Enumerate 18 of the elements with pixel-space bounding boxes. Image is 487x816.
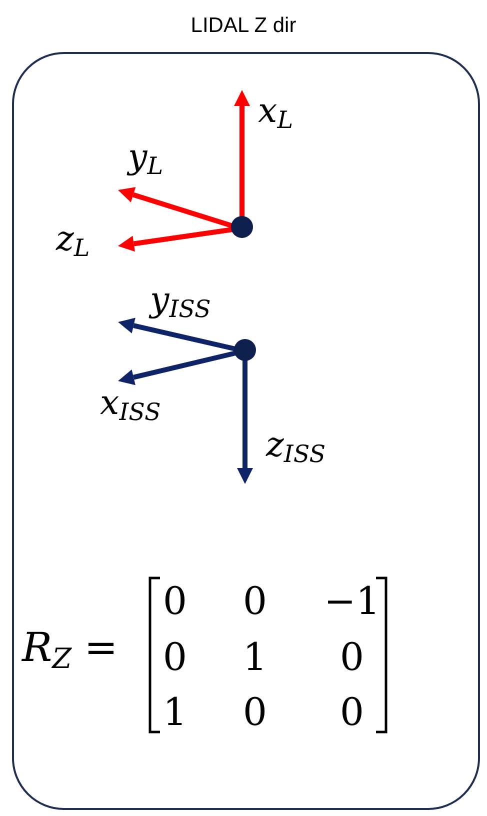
axis-label: x$_{L}$	[258, 94, 293, 133]
matrix-entry: 0	[162, 638, 188, 676]
axis-label: x$_{ISS}$	[100, 386, 161, 425]
axis-label: y$_{L}$	[128, 140, 164, 179]
matrix-entry: 1	[162, 693, 188, 731]
matrix-entry: 0	[242, 582, 268, 620]
matrix-entry: −1	[324, 582, 380, 620]
axis-label: z$_{L}$	[56, 222, 90, 261]
diagram-title: LIDAL Z dir	[190, 14, 298, 38]
matrix-entry: 0	[242, 693, 268, 731]
matrix-entry: 0	[162, 582, 188, 620]
axis-label: z$_{ISS}$	[266, 428, 326, 467]
matrix-entry: 1	[242, 638, 268, 676]
axis-label: y$_{ISS}$	[150, 283, 211, 322]
matrix-equation-label: R$_{Z}$ =	[22, 628, 118, 673]
matrix-entry: 0	[340, 638, 364, 676]
rounded-panel	[12, 52, 480, 810]
matrix-entry: 0	[340, 693, 364, 731]
